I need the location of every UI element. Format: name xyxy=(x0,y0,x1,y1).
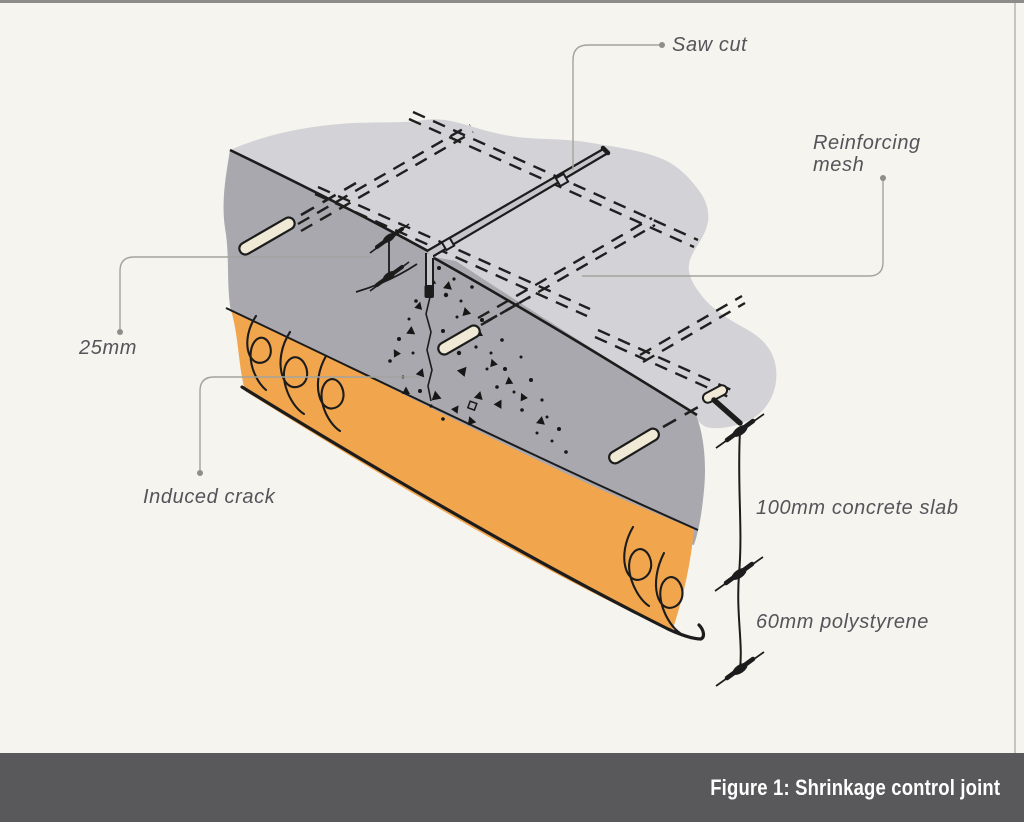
dimension-tick-top xyxy=(715,413,765,449)
induced-crack-line xyxy=(425,296,433,402)
slab-soffit-line xyxy=(225,307,699,531)
concrete-top-surface xyxy=(230,119,777,429)
label-reinforcing-mesh: Reinforcing mesh xyxy=(813,132,921,176)
leader-lines xyxy=(117,42,886,476)
wire-end-stub xyxy=(701,384,729,404)
dowel-bar xyxy=(608,427,660,465)
label-induced-crack: Induced crack xyxy=(143,486,276,508)
label-60mm-polystyrene: 60mm polystyrene xyxy=(756,611,929,633)
mesh-node xyxy=(440,172,570,252)
saw-cut-slot xyxy=(424,253,434,298)
mesh-wire-rods xyxy=(238,181,743,465)
polystyrene-squiggles xyxy=(246,314,684,635)
dimension-tick-bottom xyxy=(715,651,765,687)
label-saw-cut: Saw cut xyxy=(672,34,748,56)
figure-caption: Figure 1: Shrinkage control joint xyxy=(710,775,1000,800)
arris-right xyxy=(433,256,698,417)
dowel-bar xyxy=(238,216,296,256)
leader-induced-crack xyxy=(197,376,420,476)
polystyrene-bottom-edge xyxy=(240,385,706,641)
concrete-front-face xyxy=(223,150,706,545)
page-top-border xyxy=(0,0,1024,3)
label-reinforcing-mesh-line1: Reinforcing xyxy=(813,132,921,154)
leader-saw-cut xyxy=(572,42,665,170)
leader-reinforcing-mesh xyxy=(582,175,886,277)
page-right-border xyxy=(1014,3,1016,753)
saw-cut-depth-dimension xyxy=(355,223,418,293)
label-reinforcing-mesh-line2: mesh xyxy=(813,154,865,176)
dowel-bar xyxy=(437,324,481,356)
leader-25mm xyxy=(117,256,371,335)
label-25mm: 25mm xyxy=(79,337,137,359)
polystyrene-layer xyxy=(231,310,694,631)
label-100mm-concrete-slab: 100mm concrete slab xyxy=(756,497,959,519)
caption-bar: Figure 1: Shrinkage control joint xyxy=(0,753,1024,822)
dimension-tick-middle xyxy=(714,556,764,592)
thickness-dimension-line xyxy=(714,413,765,687)
